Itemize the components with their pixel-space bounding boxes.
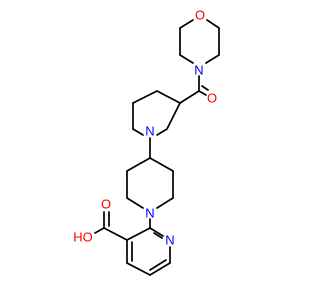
atom-labels: O N O N N N HO O — [73, 8, 217, 248]
atom-acid-o: O — [101, 197, 111, 212]
bond-pyr-3 — [149, 262, 171, 276]
bond-pipb-4 — [156, 197, 174, 209]
bond-acid-oh — [94, 227, 105, 234]
bond-pipb-6 — [149, 157, 174, 172]
bond-pipa-5 — [156, 128, 168, 136]
bond-pipb-1 — [126, 157, 151, 172]
bond-pyr-1 — [149, 227, 164, 237]
bond-acid-c — [103, 227, 128, 241]
bond-pipa-2 — [132, 90, 158, 104]
bond-pipa-4 — [132, 128, 144, 136]
atom-morpholine-o: O — [195, 8, 205, 23]
bond-carbonyl-ring — [179, 90, 200, 104]
bond-pyr-4 — [126, 262, 151, 276]
atom-piperidine-n-lower: N — [145, 206, 154, 221]
atom-carbonyl-o: O — [207, 91, 217, 106]
atom-piperidine-n-upper: N — [145, 124, 154, 139]
bond-pipb-3 — [126, 197, 144, 209]
bond-morph-c3-n — [179, 54, 194, 64]
bond-pipa-6 — [166, 102, 181, 130]
bond-carbonyl-o-a — [198, 90, 207, 96]
bond-morph-c4-n — [205, 54, 220, 64]
bond-pyr-6 — [126, 227, 151, 241]
bond-pipa-1 — [156, 90, 181, 104]
atom-morpholine-n: N — [194, 63, 203, 78]
bond-pyr-1-inner — [153, 232, 163, 239]
atom-pyridine-n: N — [165, 233, 174, 248]
bond-pyr-3-inner — [149, 259, 167, 271]
bonds — [94, 19, 220, 276]
molecule-diagram: O N O N N N HO O — [73, 8, 220, 276]
structure-drawing: O N O N N N HO O — [73, 8, 220, 276]
bond-morph-o-c2 — [206, 19, 220, 29]
atom-acid-oh: HO — [73, 230, 93, 245]
bond-morph-o-c1 — [179, 19, 194, 29]
bond-carbonyl-o-b — [201, 85, 209, 91]
